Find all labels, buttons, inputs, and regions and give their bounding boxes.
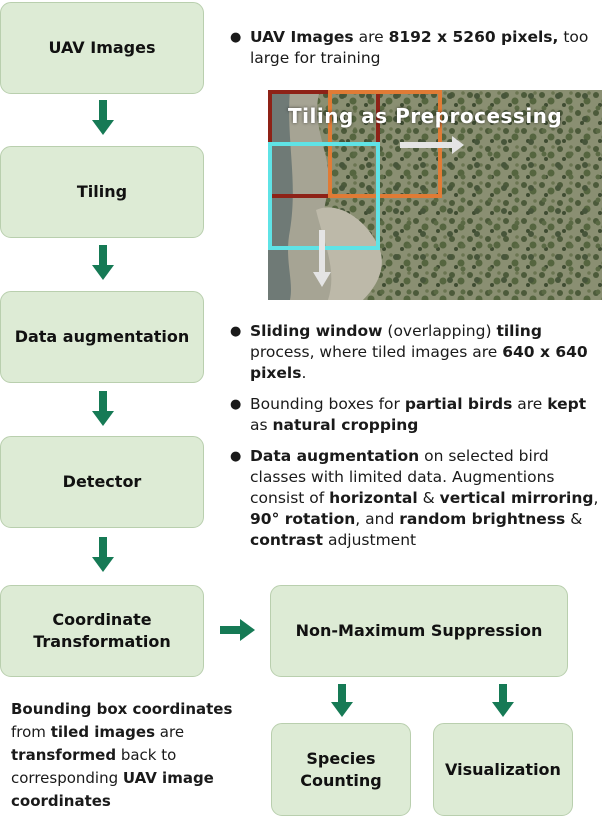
text: on selected bird classes with limited da…	[250, 447, 555, 507]
text: as	[250, 416, 273, 434]
coordinate-transformation-box: Coordinate Transformation	[0, 585, 204, 677]
text: &	[417, 489, 440, 507]
arrow-down-2	[92, 245, 114, 280]
bold-text: horizontal	[329, 489, 418, 507]
bold-text: partial birds	[404, 395, 513, 413]
text: process, where tiled images are	[250, 343, 503, 361]
text: , and	[355, 510, 400, 528]
text: too large for training	[250, 28, 589, 67]
text: (overlapping)	[382, 322, 497, 340]
coordinate-note: Bounding box coordinates from tiled imag…	[11, 698, 241, 813]
text: from	[11, 723, 51, 741]
bullet-item: Data augmentation on selected bird class…	[230, 446, 602, 551]
arrow-down-species	[331, 684, 353, 717]
bullet-item: Sliding window (overlapping) tiling proc…	[230, 321, 602, 384]
tiling-box: Tiling	[0, 146, 204, 238]
uav-images-box: UAV Images	[0, 2, 204, 94]
bold-text: UAV Images	[250, 28, 354, 46]
bold-text: kept	[547, 395, 587, 413]
data-augmentation-box: Data augmentation	[0, 291, 204, 383]
arrow-down-3	[92, 391, 114, 426]
bold-text: 640 x 640 pixels	[250, 343, 588, 382]
arrow-down-visualization	[492, 684, 514, 717]
species-counting-box: Species Counting	[271, 723, 411, 816]
bold-text: natural cropping	[272, 416, 419, 434]
bold-text: 90° rotation	[250, 510, 356, 528]
text: adjustment	[323, 531, 417, 549]
bold-text: random brightness	[399, 510, 566, 528]
bold-text: UAV image coordinates	[11, 769, 214, 810]
visualization-box: Visualization	[433, 723, 573, 816]
arrow-right	[220, 619, 255, 641]
bold-text: tiled images	[50, 723, 156, 741]
text: &	[565, 510, 583, 528]
text: ,	[593, 489, 599, 507]
bullet-item: UAV Images are 8192 x 5260 pixels, too l…	[230, 27, 590, 69]
bullet-item: Bounding boxes for partial birds are kep…	[230, 394, 602, 436]
bullet-list-top: UAV Images are 8192 x 5260 pixels, too l…	[230, 27, 590, 79]
bullet-list-main: Sliding window (overlapping) tiling proc…	[230, 321, 602, 561]
bold-text: 8192 x 5260 pixels,	[388, 28, 559, 46]
bold-text: contrast	[250, 531, 324, 549]
detector-box: Detector	[0, 436, 204, 528]
arrow-down-1	[92, 100, 114, 135]
bold-text: Bounding box coordinates	[11, 700, 233, 718]
text: Bounding boxes for	[250, 395, 405, 413]
bold-text: tiling	[496, 322, 542, 340]
bold-text: Data augmentation	[250, 447, 420, 465]
text: are	[353, 28, 389, 46]
uav-tiling-photo: Tiling as Preprocessing	[268, 90, 602, 300]
text: are	[155, 723, 185, 741]
bold-text: transformed	[11, 746, 117, 764]
bold-text: Sliding window	[250, 322, 383, 340]
nms-box: Non-Maximum Suppression	[270, 585, 568, 677]
arrow-down-4	[92, 537, 114, 572]
photo-title: Tiling as Preprocessing	[288, 104, 563, 128]
bold-text: vertical mirroring	[439, 489, 594, 507]
text: back to corresponding	[11, 746, 177, 787]
text: .	[301, 364, 307, 382]
text: are	[512, 395, 548, 413]
